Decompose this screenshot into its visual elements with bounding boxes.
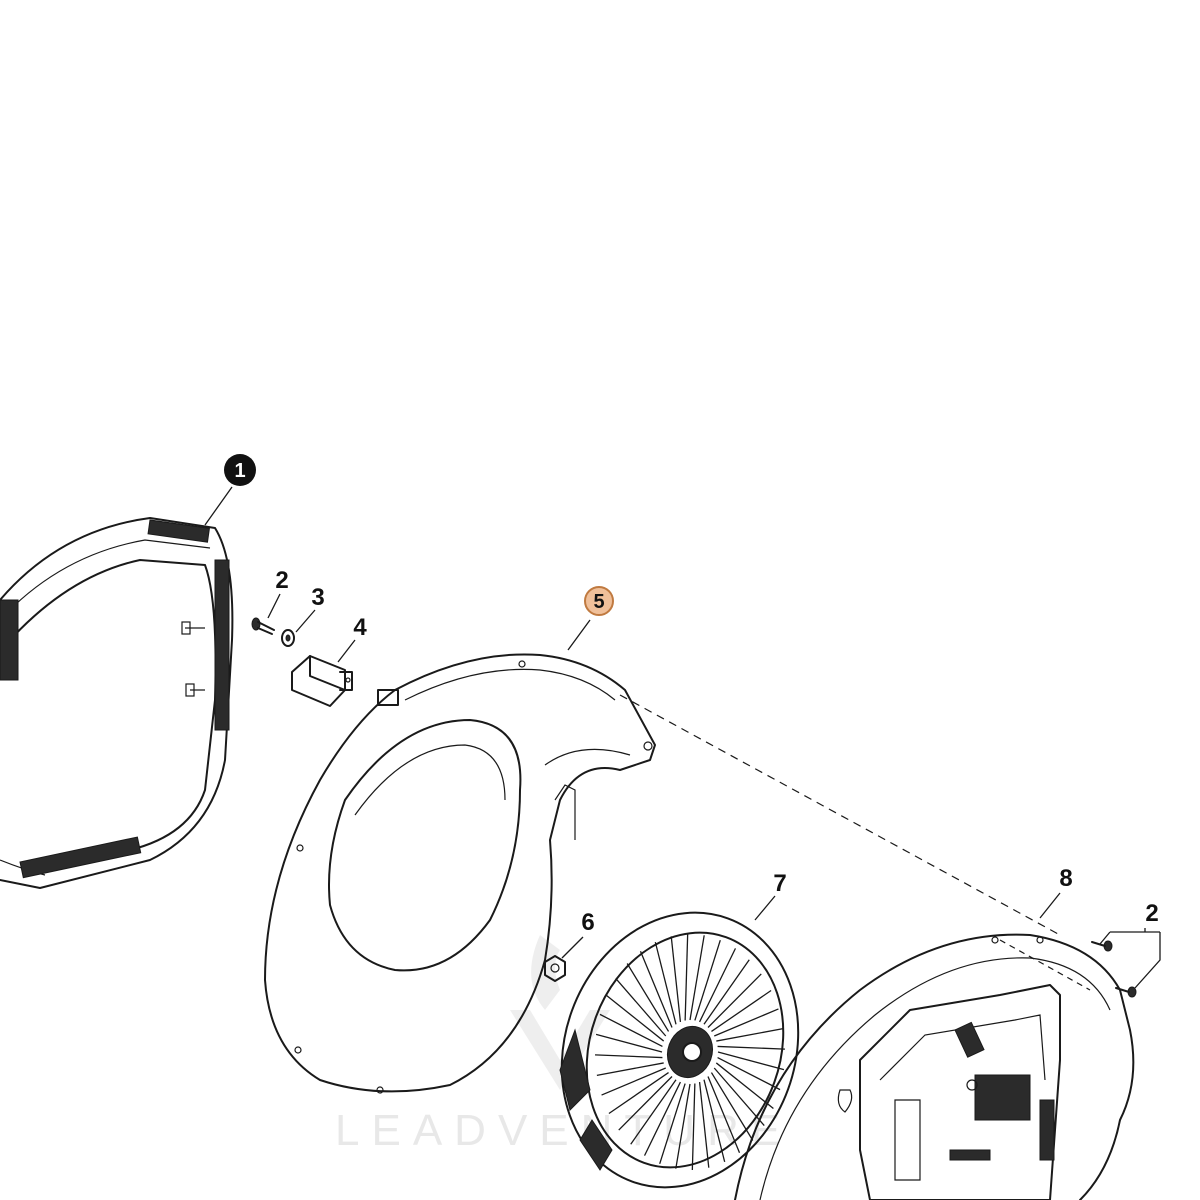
impeller-blade (601, 1067, 667, 1096)
impeller-blade (698, 948, 737, 1023)
impeller-blade (713, 1008, 779, 1037)
impeller-blade (717, 1051, 785, 1071)
part-8-rear-housing[interactable] (734, 933, 1135, 1200)
callout-6[interactable]: 6 (581, 909, 594, 936)
callout-3-label: 3 (311, 584, 324, 611)
impeller-blade (689, 935, 705, 1021)
callout-4[interactable]: 4 (353, 614, 367, 641)
impeller-blade (595, 1033, 663, 1053)
part-5-fan-housing[interactable] (264, 653, 656, 1094)
impeller-blade (675, 1083, 691, 1169)
impeller-blade (710, 1072, 754, 1141)
impeller-blade (715, 1062, 774, 1109)
impeller-blade (694, 939, 721, 1021)
callout-7[interactable]: 7 (773, 870, 786, 897)
callout-1[interactable]: 1 (224, 454, 256, 486)
impeller-blade (643, 1081, 682, 1156)
impeller-blade (716, 1028, 784, 1042)
impeller-blade (707, 973, 762, 1028)
impeller-blade (630, 1079, 677, 1145)
impeller-blade (659, 1083, 686, 1165)
part-3-washer[interactable] (281, 629, 295, 647)
impeller-blade (599, 1013, 663, 1048)
impeller-blade (684, 934, 689, 1021)
impeller-blade (713, 1067, 765, 1127)
part-7-impeller[interactable] (524, 879, 836, 1200)
callout-5-label: 5 (593, 591, 604, 613)
leader-lines (204, 486, 1161, 989)
impeller-blade (595, 1054, 663, 1059)
impeller-blade (703, 959, 750, 1025)
impeller-blade (707, 1076, 741, 1153)
callout-2-left-label: 2 (275, 567, 288, 594)
impeller-blade (698, 1082, 710, 1168)
impeller-blade (717, 1056, 781, 1091)
impeller-blade (596, 1062, 664, 1076)
impeller-blade (606, 995, 665, 1042)
impeller-blade (703, 1079, 726, 1163)
callout-2-left[interactable]: 2 (275, 567, 288, 594)
alignment-dashed-line (619, 694, 1061, 936)
part-6-nut[interactable] (544, 955, 566, 982)
impeller-blade (670, 936, 682, 1022)
impeller-blades (595, 934, 785, 1170)
callout-4-label: 4 (353, 614, 367, 641)
callout-2-right[interactable]: 2 (1145, 900, 1158, 927)
callout-8[interactable]: 8 (1059, 865, 1072, 892)
callout-6-label: 6 (581, 909, 594, 936)
impeller-blade (615, 977, 667, 1037)
impeller-blade (654, 941, 677, 1025)
impeller-blade (608, 1072, 669, 1115)
alignment-dashed-line-2 (999, 939, 1091, 991)
impeller-blade (711, 989, 772, 1032)
impeller-blade (626, 963, 670, 1032)
callout-3[interactable]: 3 (311, 584, 324, 611)
impeller-blade (717, 1045, 785, 1050)
part-2-screws-right[interactable] (1091, 940, 1137, 998)
callout-5-highlight-circle (584, 586, 614, 616)
impeller-blade (691, 1083, 696, 1170)
callout-8-label: 8 (1059, 865, 1072, 892)
impeller-blade (639, 951, 673, 1028)
part-4-bracket[interactable] (291, 655, 353, 707)
callout-1-label: 1 (234, 460, 245, 482)
impeller-blade (618, 1076, 673, 1131)
callout-7-label: 7 (773, 870, 786, 897)
callout-2-right-label: 2 (1145, 900, 1158, 927)
part-2-screw[interactable] (251, 617, 275, 635)
callout-5-highlighted[interactable]: 5 (584, 586, 614, 616)
part-1-shroud-frame[interactable] (0, 517, 234, 889)
